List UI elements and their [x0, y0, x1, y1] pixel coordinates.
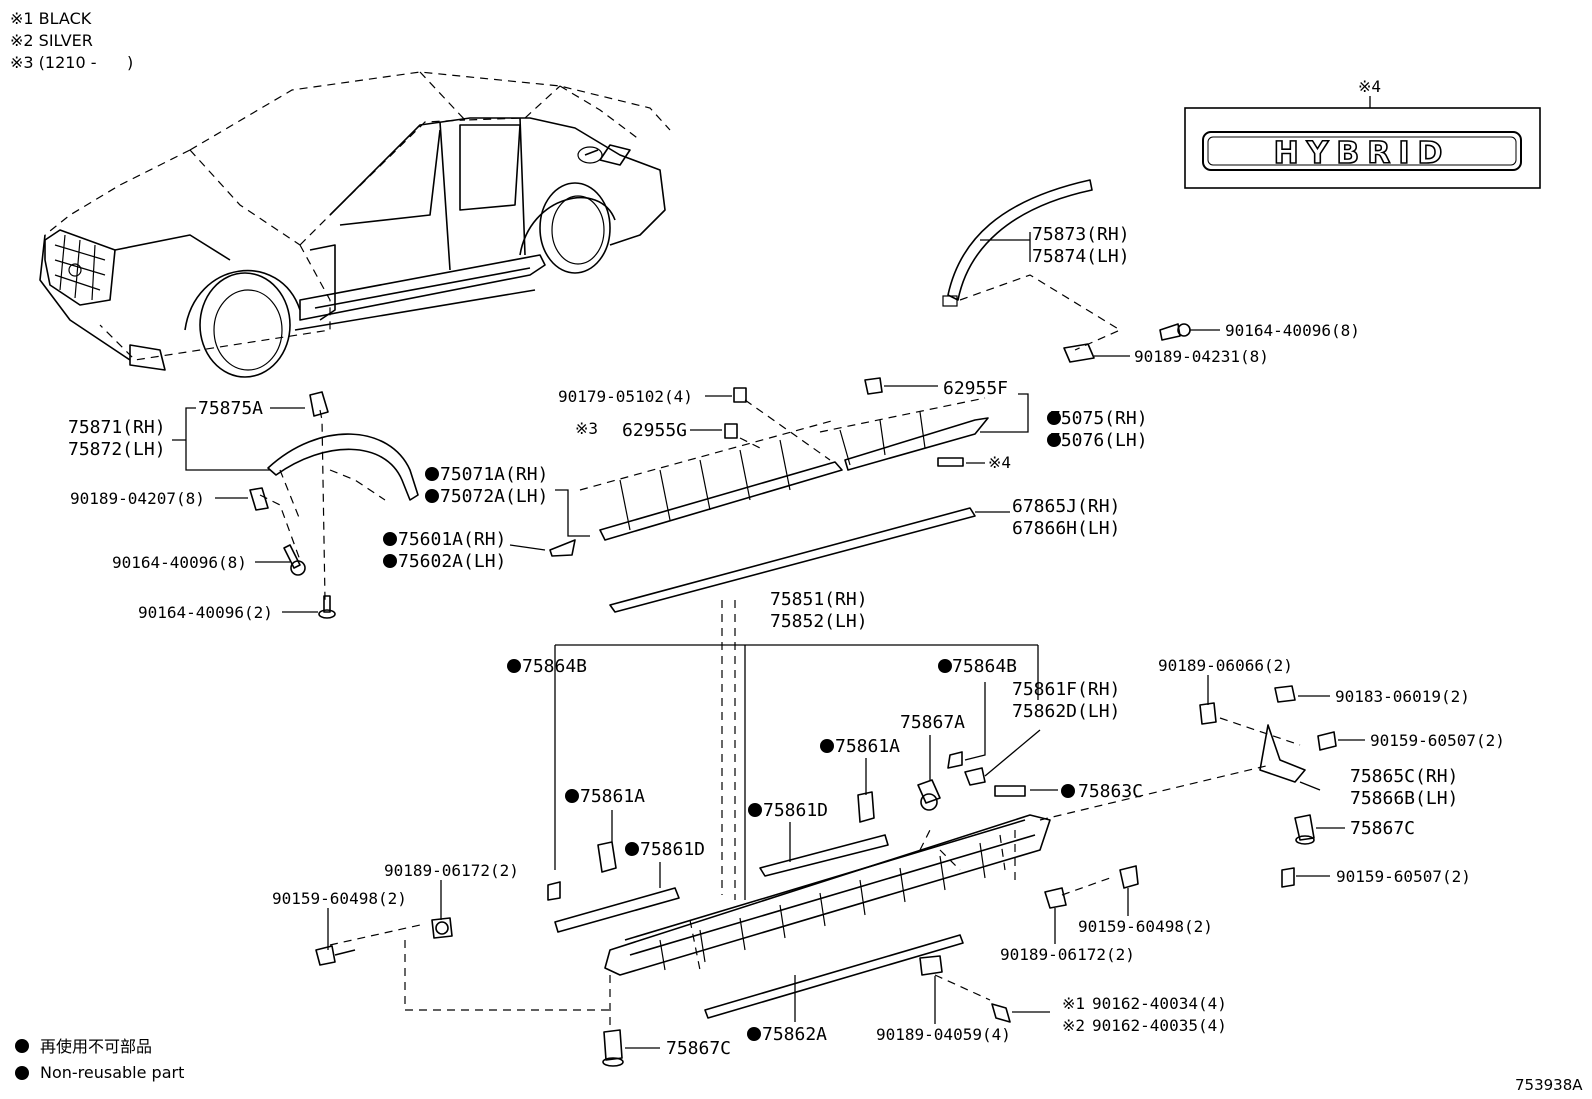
rocker-panel-assembly: 75851(RH) 75852(LH) 75864B 75864B 75861F… — [329, 589, 1143, 1045]
label-75867C-bottom: 75867C — [666, 1038, 731, 1059]
note-silver: ※2 SILVER — [10, 31, 93, 50]
rear-fender-molding: 75873(RH) 75874(LH) 90164-40096(8) 90189… — [942, 179, 1360, 366]
legend-jp: 再使用不可部品 — [40, 1037, 153, 1056]
label-75863C: 75863C — [1078, 781, 1143, 802]
label-75861D-right: 75861D — [763, 800, 828, 821]
label-90189-06172-left: 90189-06172(2) — [384, 861, 519, 880]
label-75862A: 75862A — [762, 1024, 827, 1045]
label-75865C: 75865C(RH) — [1350, 766, 1458, 787]
emblem-text: HYBRID — [1274, 136, 1451, 171]
label-90189-06066: 90189-06066(2) — [1158, 656, 1293, 675]
label-90159-60507a: 90159-60507(2) — [1370, 731, 1505, 750]
label-90189-06172-right: 90189-06172(2) — [1000, 945, 1135, 964]
label-75601A: 75601A(RH) — [398, 529, 506, 550]
label-75867A: 75867A — [900, 712, 965, 733]
label-75072A: 75072A(LH) — [440, 486, 548, 507]
label-75872: 75872(LH) — [68, 439, 166, 460]
label-62955G: 62955G — [622, 420, 687, 441]
label-75862D: 75862D(LH) — [1012, 701, 1120, 722]
label-90159-60507b: 90159-60507(2) — [1336, 867, 1471, 886]
label-75866B: 75866B(LH) — [1350, 788, 1458, 809]
label-90189-04231: 90189-04231(8) — [1134, 347, 1269, 366]
label-90179: 90179-05102(4) — [558, 387, 693, 406]
label-75875A: 75875A — [198, 398, 263, 419]
label-75864B-left: 75864B — [522, 656, 587, 677]
label-75071A: 75071A(RH) — [440, 464, 548, 485]
label-75852: 75852(LH) — [770, 611, 868, 632]
diagram-id: 753938A — [1515, 1076, 1583, 1094]
label-90164-40096-2: 90164-40096(2) — [138, 603, 273, 622]
label-90164-40096-8b: 90164-40096(8) — [112, 553, 247, 572]
label-90189-04207: 90189-04207(8) — [70, 489, 205, 508]
label-75867C-right: 75867C — [1350, 818, 1415, 839]
note-black: ※1 BLACK — [10, 9, 92, 28]
label-75075: 75075(RH) — [1050, 408, 1148, 429]
label-90162-40035: 90162-40035(4) — [1092, 1016, 1227, 1035]
legend — [15, 1039, 29, 1080]
door-moldings: 90179-05102(4) ※3 62955G 62955F 75075(RH… — [383, 377, 1148, 613]
label-75602A: 75602A(LH) — [398, 551, 506, 572]
label-75861A-left: 75861A — [580, 786, 645, 807]
label-90162-40034-ref: ※1 — [1062, 994, 1085, 1013]
front-fender-molding: 75871(RH) 75872(LH) 75875A 90189-04207(8… — [68, 391, 419, 622]
label-75871: 75871(RH) — [68, 417, 166, 438]
label-67865J: 67865J(RH) — [1012, 496, 1120, 517]
label-90189-04059: 90189-04059(4) — [876, 1025, 1011, 1044]
label-75873: 75873(RH) — [1032, 224, 1130, 245]
label-75851: 75851(RH) — [770, 589, 868, 610]
label-62955F: 62955F — [943, 378, 1008, 399]
label-90159-60498-right: 90159-60498(2) — [1078, 917, 1213, 936]
label-75861A-right: 75861A — [835, 736, 900, 757]
label-75076: 75076(LH) — [1050, 430, 1148, 451]
hybrid-emblem-callout: ※4 HYBRID — [1184, 77, 1541, 189]
label-75864B-right: 75864B — [952, 656, 1017, 677]
label-90162-40035-ref: ※2 — [1062, 1016, 1085, 1035]
label-90164-40096-8a: 90164-40096(8) — [1225, 321, 1360, 340]
car-illustration — [39, 71, 671, 378]
note-date: ※3 (1210 - ) — [10, 53, 134, 72]
label-75874: 75874(LH) — [1032, 246, 1130, 267]
legend-en: Non-reusable part — [40, 1063, 185, 1082]
fasteners: 90189-06066(2) 90183-06019(2) 90159-6050… — [272, 656, 1505, 1067]
label-90159-60498-left: 90159-60498(2) — [272, 889, 407, 908]
label-75861F: 75861F(RH) — [1012, 679, 1120, 700]
label-90183-06019: 90183-06019(2) — [1335, 687, 1470, 706]
label-ref4: ※4 — [988, 453, 1011, 472]
label-75861D-left: 75861D — [640, 839, 705, 860]
label-62955G-ref: ※3 — [575, 419, 598, 438]
label-90162-40034: 90162-40034(4) — [1092, 994, 1227, 1013]
label-67866H: 67866H(LH) — [1012, 518, 1120, 539]
emblem-ref: ※4 — [1358, 77, 1381, 96]
